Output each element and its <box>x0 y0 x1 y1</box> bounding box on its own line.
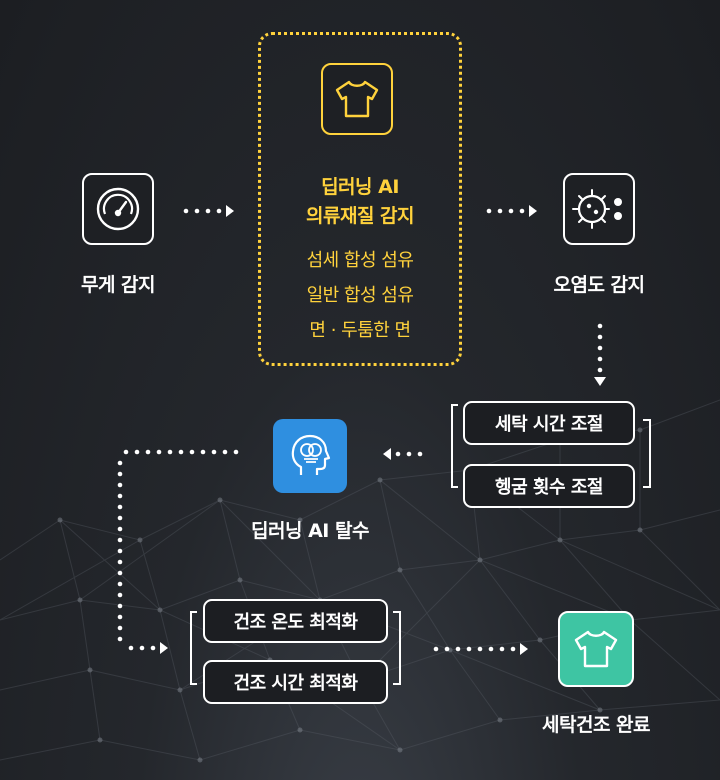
wash-time-pill: 세탁 시간 조절 <box>463 401 635 445</box>
weight-icon-box <box>82 173 154 245</box>
ai-fabric-box <box>258 32 462 366</box>
fabric-icon-box <box>321 63 393 135</box>
dry-group-brackets <box>190 611 401 685</box>
arrow-soil-down <box>594 323 606 386</box>
fabric-item: 섬세 합성 섬유 <box>306 250 414 271</box>
done-label: 세탁건조 완료 <box>542 714 651 736</box>
dry-time-pill: 건조 시간 최적화 <box>203 660 388 704</box>
tshirt-icon <box>574 630 618 668</box>
arrow-fabric-to-soil <box>486 205 537 217</box>
ai-spin-label: 딥러닝 AI 탈수 <box>251 520 369 542</box>
arrow-dry-to-done <box>433 643 528 655</box>
rinse-count-pill: 헹굼 횟수 조절 <box>463 464 635 508</box>
ai-spin-icon-box <box>273 419 347 493</box>
arrow-wash-to-spin <box>383 448 423 460</box>
ai-fabric-title-line1: 딥러닝 AI <box>321 176 399 198</box>
fabric-item: 일반 합성 섬유 <box>306 285 414 306</box>
fabric-item: 면 · 두툼한 면 <box>309 320 411 341</box>
arrow-weight-to-fabric <box>183 205 234 217</box>
germ-icon <box>572 189 622 229</box>
tshirt-icon <box>335 80 379 118</box>
dry-temp-pill: 건조 온도 최적화 <box>203 599 388 643</box>
ai-fabric-title-line2: 의류재질 감지 <box>306 205 415 227</box>
ai-head-icon <box>291 434 331 475</box>
wash-group-brackets <box>451 404 651 488</box>
done-icon-box <box>558 611 634 687</box>
weight-label: 무게 감지 <box>80 274 156 296</box>
soil-label: 오염도 감지 <box>553 274 645 296</box>
soil-icon-box <box>563 173 635 245</box>
gauge-icon <box>96 187 140 231</box>
arrow-spin-to-dry <box>117 449 239 654</box>
